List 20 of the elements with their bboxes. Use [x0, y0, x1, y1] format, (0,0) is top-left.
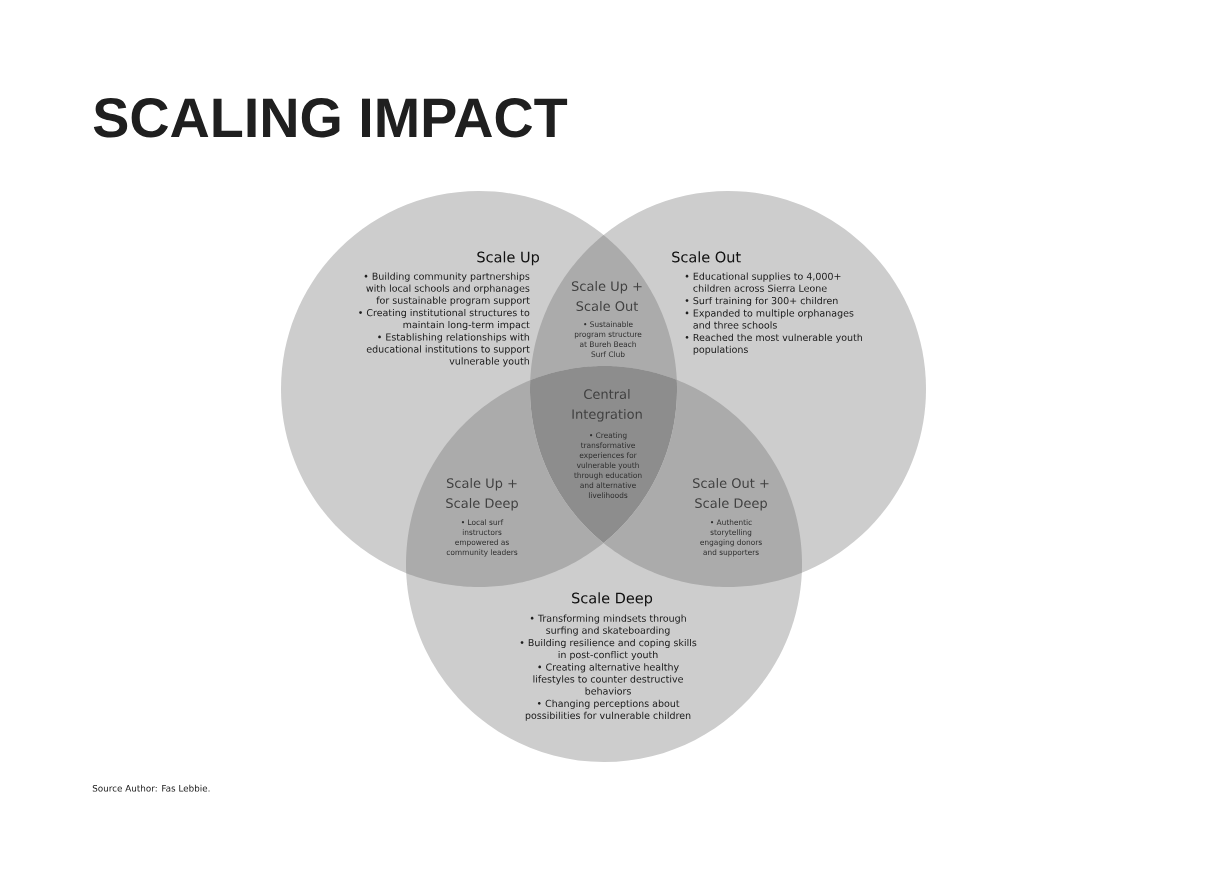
bullet-text: • Reached the most vulnerable youth populations: [685, 333, 862, 355]
bullet-text: • Surf training for 300+ children: [685, 296, 838, 307]
bullet-text: • Establishing relationships with educational institutions to support vulnerable youth: [366, 333, 530, 367]
bullet-text: • Expanded to multiple orphanages and three schools: [685, 309, 854, 329]
source-note: Source Author: Fas Lebbie.: [92, 784, 210, 792]
bullet-text: • Changing perceptions about possibilities for vulnerable children: [525, 699, 691, 721]
heading: Scale Deep: [572, 592, 653, 607]
bullet-text: • Creating institutional structures to maintain long-term impact: [359, 308, 530, 331]
heading: Scale Up + Scale Out: [571, 281, 642, 312]
heading: Scale Out + Scale Deep: [693, 478, 769, 511]
heading: Central Integration: [572, 389, 642, 422]
bullet-text: • Transforming mindsets through surfing and skateboarding: [530, 614, 686, 636]
bullet-text: • Building resilience and coping skills in post-conflict youth: [520, 638, 697, 661]
heading: Scale Up: [477, 251, 539, 266]
bullet-text: • Educational supplies to 4,000+ children across Sierra Leone: [685, 272, 841, 292]
heading: Scale Up + Scale Deep: [446, 478, 518, 511]
title: SCALING IMPACT: [93, 98, 568, 138]
bullet-text: • Creating alternative healthy lifestyles to counter destructive behaviors: [533, 663, 683, 695]
heading: Scale Out: [672, 251, 741, 263]
bullet-text: • Building community partnerships with local schools and orphanages for sustainable program support: [364, 272, 530, 306]
